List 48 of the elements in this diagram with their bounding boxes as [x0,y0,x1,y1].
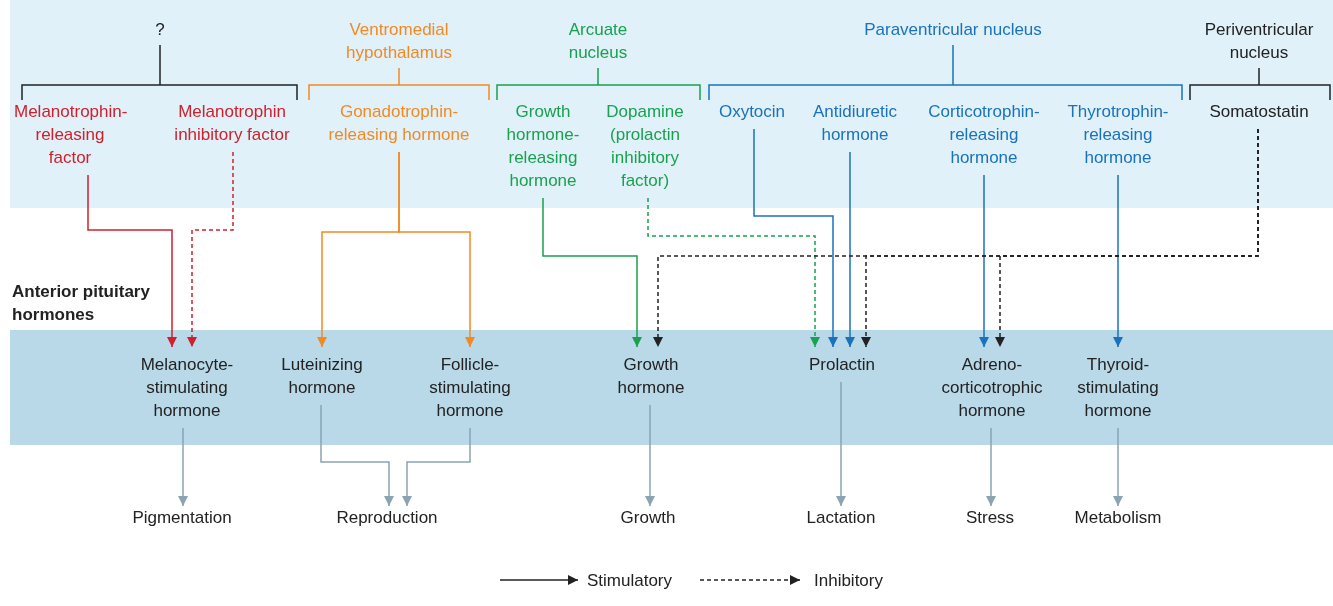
section-heading: Anterior pituitary hormones [12,281,151,326]
hormone-name: Gonadotrophin-releasing hormone [314,100,484,146]
arrow [187,151,234,348]
hormone-name: Antidiuretic hormone [800,100,910,146]
legend-text: Stimulatory [587,570,673,592]
arrow [647,197,820,348]
hormone-name: Melanotrophin-releasing factor [14,100,126,169]
arrow [845,151,855,348]
hormone-name: Oxytocin [707,100,797,123]
arrow [398,151,475,348]
nucleus-heading: Arcuate nucleus [567,19,629,64]
nucleus-heading: Paraventricular nucleus [863,19,1043,41]
arrow [753,128,838,348]
hormone-name: Thyrotrophin-releasing hormone [1057,100,1179,169]
arrow [979,174,989,348]
arrow [402,427,471,507]
arrow [542,197,642,348]
arrow [178,427,188,507]
pituitary-hormone-name: Luteinizing hormone [272,347,372,399]
effect-name: Lactation [791,506,891,529]
arrow [986,427,996,507]
pituitary-hormone-name: Follicle-stimulating hormone [420,347,520,422]
arrow [320,404,394,507]
arrow [1113,427,1123,507]
pituitary-hormone-name: Growth hormone [601,347,701,399]
pituitary-hormone-name: Melanocyte-stimulating hormone [125,347,249,422]
arrow [645,404,655,507]
arrow [836,381,846,507]
nucleus-heading: Ventromedial hypothalamus [345,19,453,64]
nucleus-heading: ? [154,19,166,41]
hormone-name: Growth hormone-releasing hormone [500,100,586,192]
effect-name: Metabolism [1063,506,1173,529]
hormone-name: Corticotrophin-releasing hormone [916,100,1052,169]
pituitary-hormone-name: Prolactin [792,347,892,376]
arrow [995,128,1259,348]
hormone-name: Melanotrophin inhibitory factor [170,100,294,146]
effect-name: Stress [950,506,1030,529]
hormone-name: Dopamine (prolactin inhibitory factor) [597,100,693,192]
arrow [87,174,177,348]
effect-name: Reproduction [322,506,452,529]
hormone-name: Somatostatin [1199,100,1319,123]
pituitary-hormone-name: Adreno-corticotrophic hormone [927,347,1057,422]
effect-name: Growth [598,506,698,529]
nucleus-heading: Periventricular nucleus [1203,19,1315,64]
effect-name: Pigmentation [117,506,247,529]
pituitary-hormone-name: Thyroid-stimulating hormone [1063,347,1173,422]
arrow [1113,174,1123,348]
legend-text: Inhibitory [814,570,883,592]
